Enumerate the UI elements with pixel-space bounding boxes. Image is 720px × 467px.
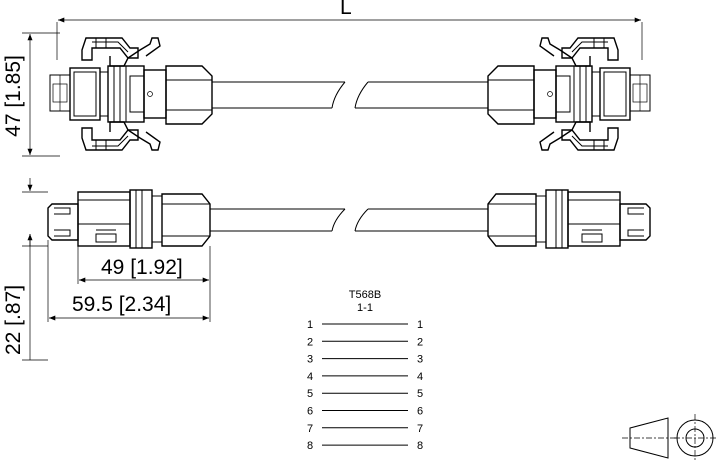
total-length-label: 59.5 [2.34] [72,293,171,316]
left-connector-side [47,189,211,249]
pin-left-label: 1 [307,319,313,331]
pin-rows: 1 1 2 2 3 3 4 4 5 5 6 6 7 7 8 8 [307,319,423,452]
pin-right-label: 5 [417,388,423,400]
top-view: 47 [1.85] [2,32,651,157]
overall-length-dimension: L [56,0,643,60]
right-connector-side [487,189,651,249]
overall-length-label: L [340,0,352,19]
pin-right-label: 6 [417,406,423,418]
wiring-standard-label: T568B [349,289,381,301]
pin-right-label: 1 [417,319,423,331]
height-top-label: 47 [1.85] [2,55,25,137]
pin-right-label: 3 [417,354,423,366]
pin-left-label: 2 [307,336,313,348]
pin-left-label: 7 [307,423,313,435]
side-view: 49 [1.92] 59.5 [2.34] 22 [.87] [2,178,651,361]
pin-left-label: 6 [307,406,313,418]
pin-right-label: 8 [417,440,423,452]
pin-right-label: 4 [417,371,423,383]
wiring-diagram: T568B 1-1 1 1 2 2 3 3 4 4 5 5 6 6 7 7 8 8 [307,289,423,452]
projection-symbol-icon [622,414,716,462]
wiring-mapping-label: 1-1 [357,302,373,314]
left-connector-top [49,37,213,151]
pin-left-label: 8 [307,440,313,452]
pin-left-label: 4 [307,371,313,383]
body-length-label: 49 [1.92] [101,256,183,279]
height-side-label: 22 [.87] [2,285,25,355]
pin-right-label: 2 [417,336,423,348]
pin-right-label: 7 [417,423,423,435]
right-connector-top [487,37,651,151]
pin-left-label: 5 [307,388,313,400]
pin-left-label: 3 [307,354,313,366]
